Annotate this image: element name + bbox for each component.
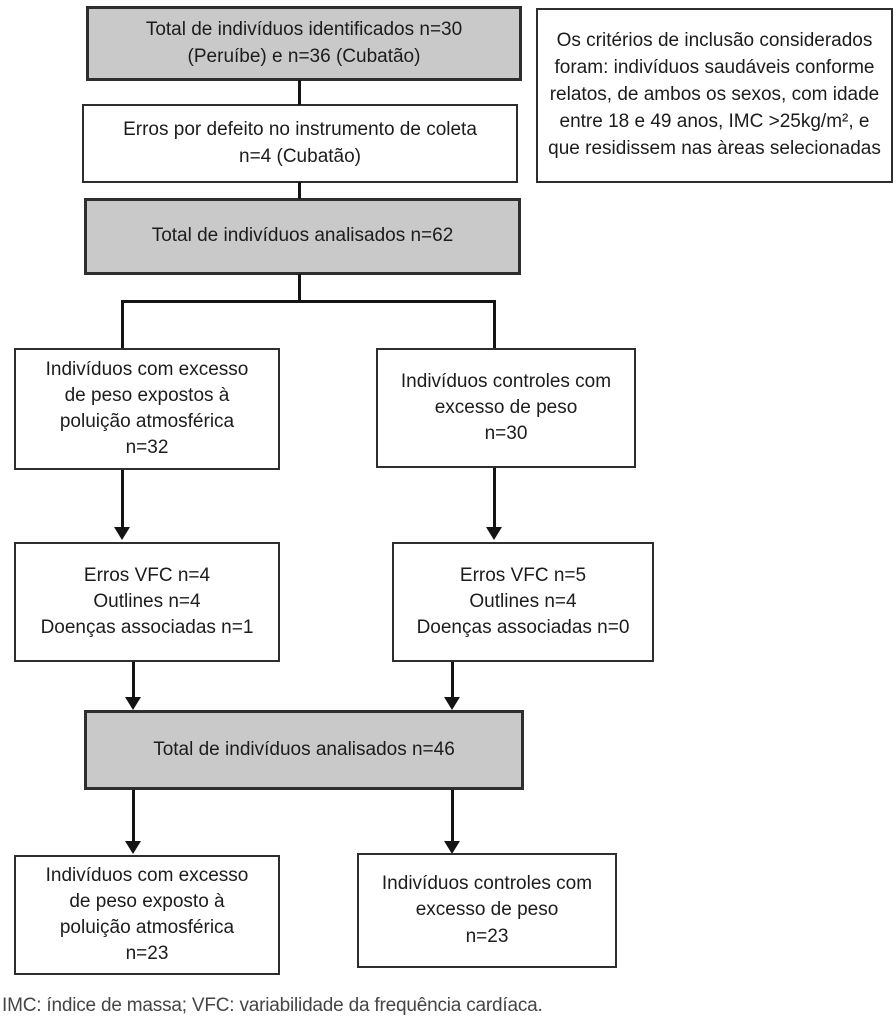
box-control-final-text: Indivíduos controles com excesso de peso… — [381, 873, 593, 947]
connector-errors-to-analyzed62 — [298, 182, 301, 199]
arrowhead — [486, 527, 502, 540]
arrow-shaft — [121, 470, 124, 528]
box-total-analyzed-46: Total de indivíduos analisados n=46 — [84, 710, 524, 790]
box-exposed-exclusions-text: Erros VFC n=4 Outlines n=4 Doenças assoc… — [40, 564, 254, 639]
box-total-analyzed-46-text: Total de indivíduos analisados n=46 — [153, 738, 455, 760]
box-total-analyzed-62: Total de indivíduos analisados n=62 — [84, 198, 521, 275]
footnote: IMC: índice de massa; VFC: variabilidade… — [2, 995, 543, 1016]
arrow-shaft — [451, 662, 454, 698]
box-total-identified: Total de indivíduos identificados n=30 (… — [86, 6, 522, 81]
box-total-analyzed-62-text: Total de indivíduos analisados n=62 — [151, 225, 454, 247]
arrow-shaft — [132, 662, 135, 698]
arrowhead — [114, 527, 130, 540]
box-exposed-group-text: Indivíduos com excesso de peso expostos … — [45, 358, 249, 459]
box-collection-errors: Erros por defeito no instrumento de cole… — [82, 104, 518, 183]
connector-identified-to-errors — [298, 80, 301, 105]
box-exposed-group: Indivíduos com excesso de peso expostos … — [14, 348, 280, 470]
connector-branch-left — [121, 300, 124, 349]
box-control-exclusions-text: Erros VFC n=5 Outlines n=4 Doenças assoc… — [416, 564, 630, 639]
arrowhead — [125, 841, 141, 854]
box-exposed-final: Indivíduos com excesso de peso exposto à… — [14, 855, 280, 975]
box-collection-errors-text: Erros por defeito no instrumento de cole… — [123, 119, 477, 167]
arrow-shaft — [132, 790, 135, 842]
arrowhead — [125, 697, 141, 710]
arrow-shaft — [493, 468, 496, 528]
arrowhead — [444, 697, 460, 710]
box-control-group-text: Indivíduos controles com excesso de peso… — [400, 370, 612, 445]
box-total-identified-text: Total de indivíduos identificados n=30 (… — [145, 19, 463, 67]
arrowhead — [444, 841, 460, 854]
box-exposed-final-text: Indivíduos com excesso de peso exposto à… — [45, 864, 249, 965]
box-control-group: Indivíduos controles com excesso de peso… — [376, 348, 636, 468]
box-control-exclusions: Erros VFC n=5 Outlines n=4 Doenças assoc… — [392, 542, 654, 662]
box-inclusion-criteria-text: Os critérios de inclusão considerados fo… — [548, 30, 881, 159]
arrow-shaft — [451, 790, 454, 842]
box-exposed-exclusions: Erros VFC n=4 Outlines n=4 Doenças assoc… — [14, 542, 280, 662]
box-control-final: Indivíduos controles com excesso de peso… — [357, 853, 617, 968]
connector-branch-right — [493, 300, 496, 349]
box-inclusion-criteria: Os critérios de inclusão considerados fo… — [536, 8, 893, 183]
connector-analyzed62-stem — [298, 274, 301, 303]
connector-branch-horizontal — [121, 300, 496, 303]
